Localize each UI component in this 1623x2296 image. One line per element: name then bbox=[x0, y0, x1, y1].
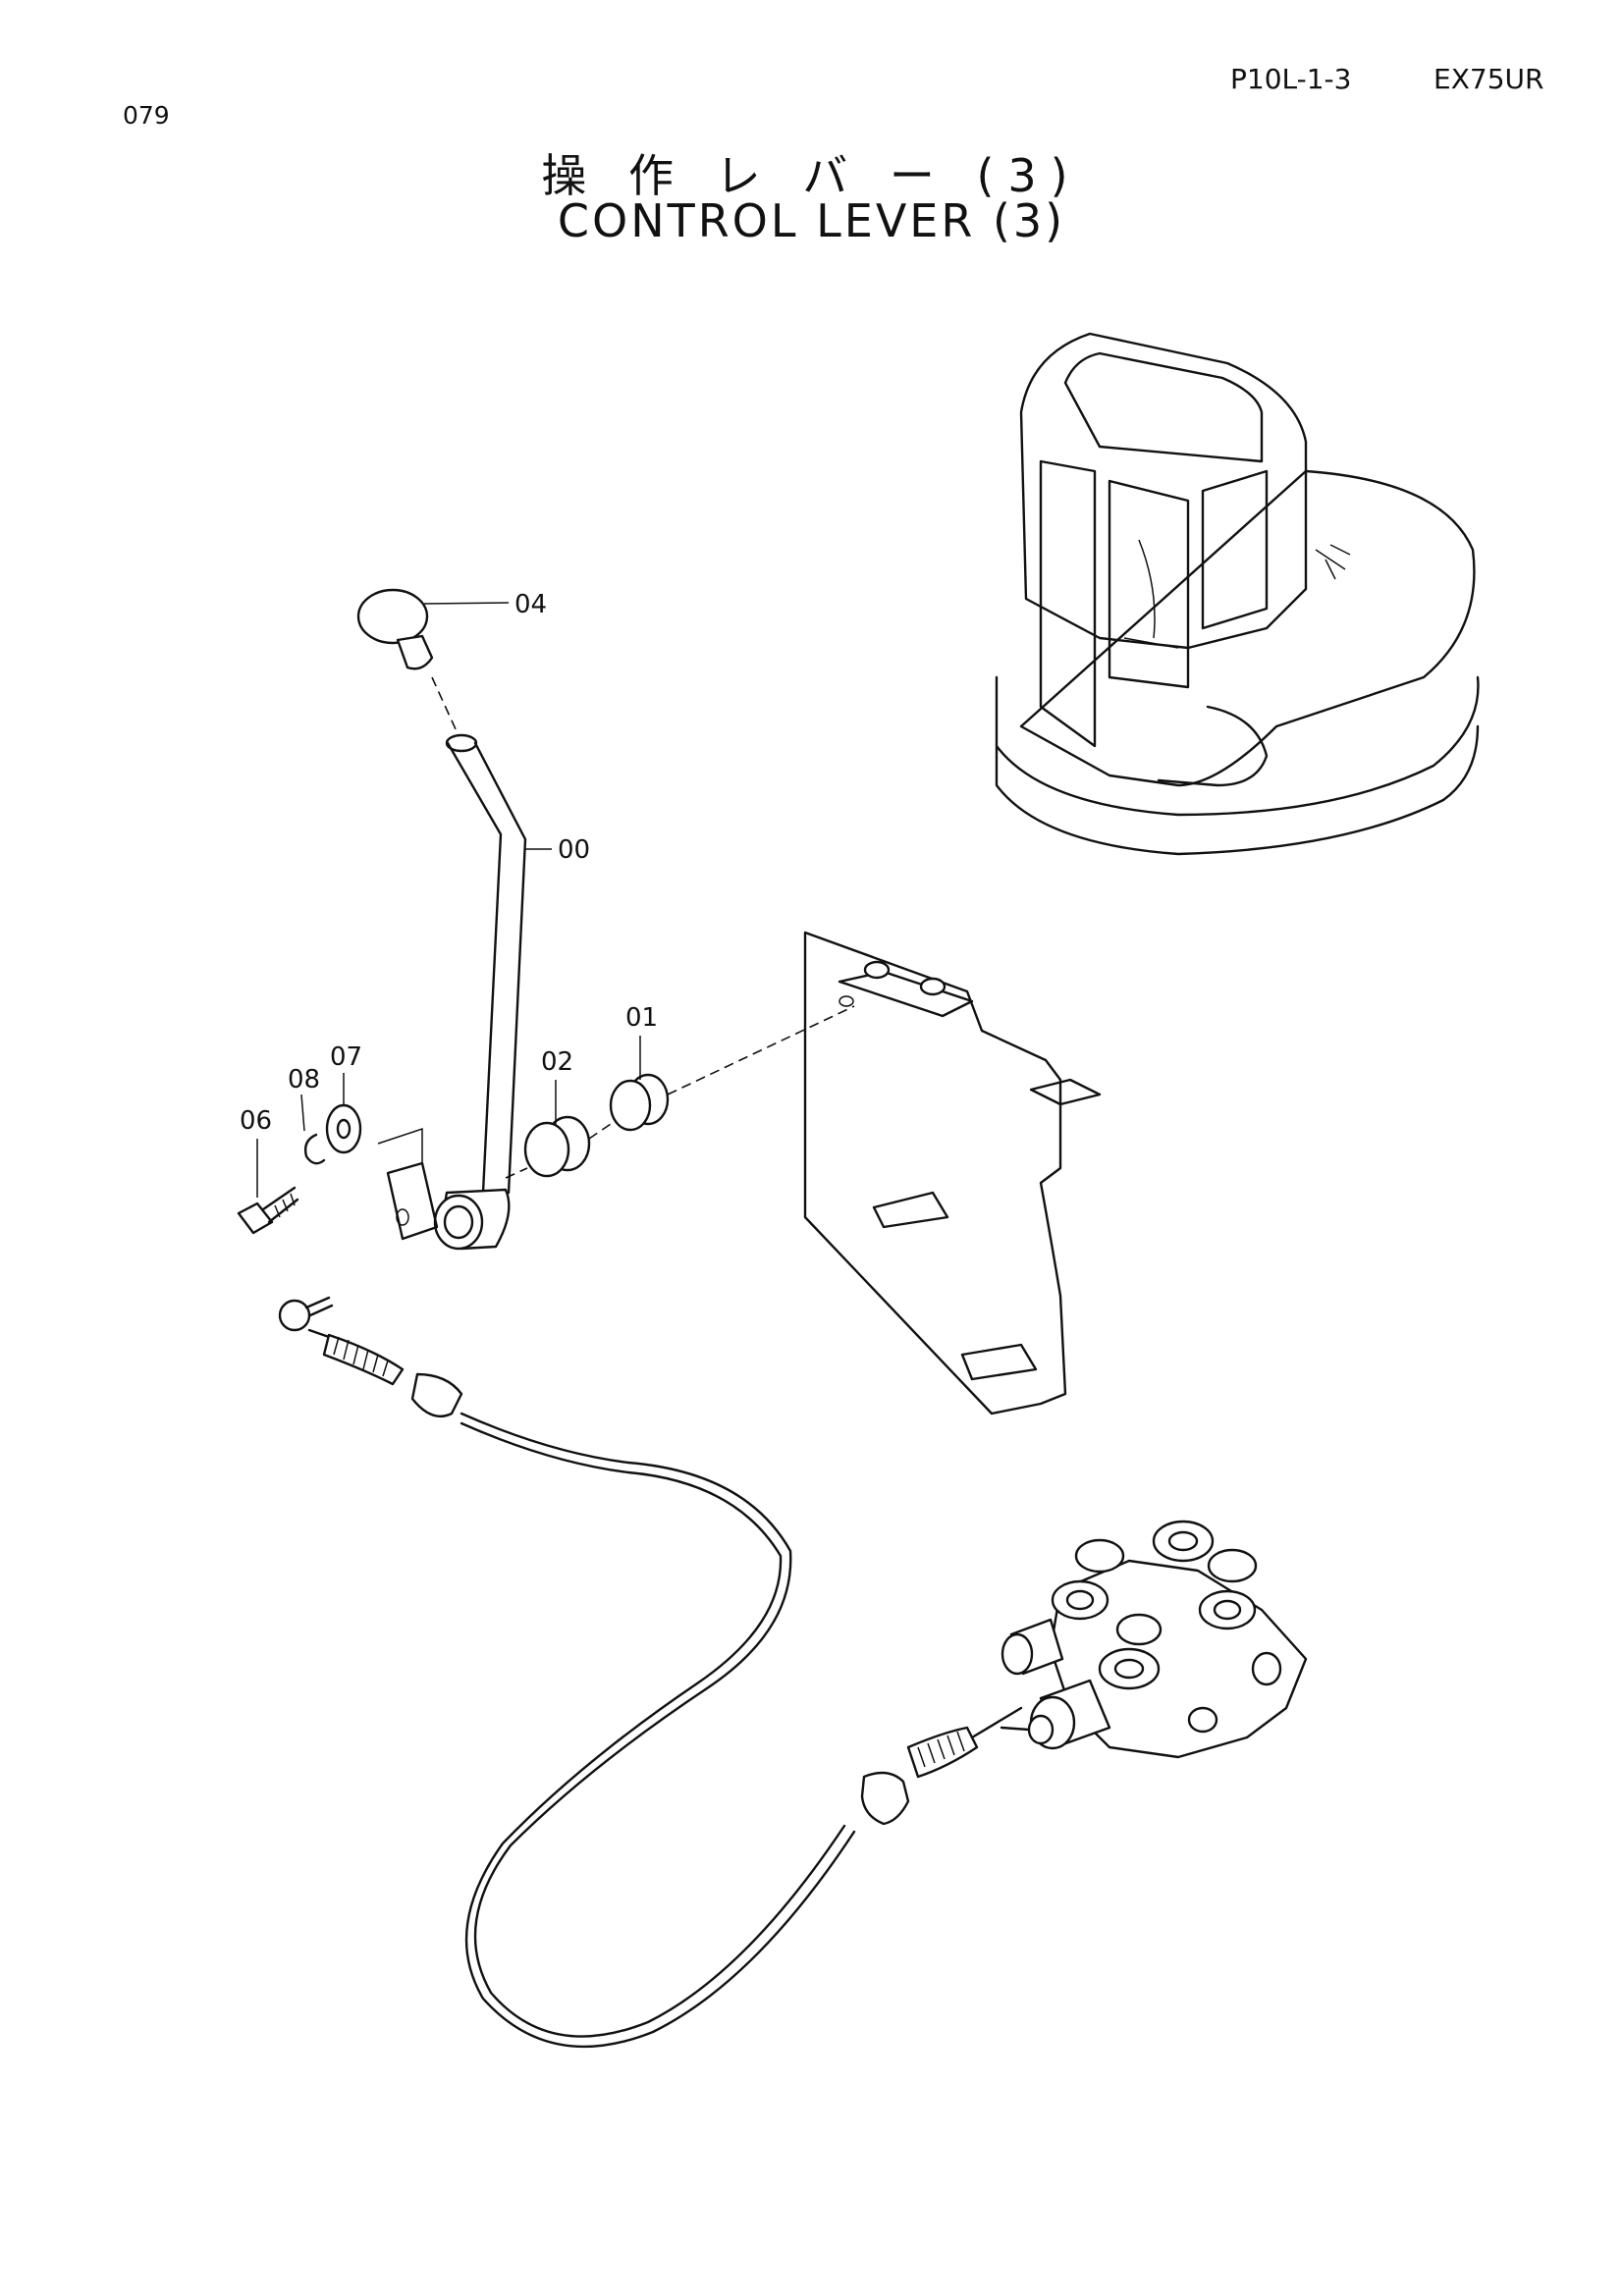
callout-04: 04 bbox=[514, 590, 547, 619]
control-cable bbox=[278, 1296, 1023, 2049]
callout-01: 01 bbox=[625, 1003, 658, 1033]
title-english: CONTROL LEVER (3) bbox=[557, 194, 1066, 247]
washer-07 bbox=[325, 1103, 362, 1154]
lever-bracket bbox=[377, 1127, 439, 1241]
callout-07: 07 bbox=[330, 1042, 362, 1072]
page-number: 079 bbox=[123, 101, 170, 130]
control-valve bbox=[1000, 1520, 1308, 1759]
callout-06: 06 bbox=[240, 1106, 272, 1136]
bolt-06 bbox=[237, 1186, 299, 1235]
callout-labels: 04 00 01 02 07 08 06 bbox=[240, 590, 658, 1136]
mounting-bracket bbox=[803, 931, 1102, 1415]
knob-04 bbox=[356, 588, 434, 670]
snap-ring-08 bbox=[303, 1133, 326, 1165]
excavator-cab-illustration bbox=[995, 332, 1480, 856]
callout-08: 08 bbox=[288, 1065, 320, 1095]
callout-00: 00 bbox=[558, 835, 590, 865]
title-japanese: 操 作 レ バ ー (3) bbox=[541, 149, 1082, 202]
callout-02: 02 bbox=[541, 1047, 573, 1077]
lever-00 bbox=[433, 733, 527, 1251]
bushing-01 bbox=[609, 1073, 670, 1132]
model-code: EX75UR bbox=[1434, 63, 1544, 95]
document-code: P10L-1-3 bbox=[1230, 63, 1352, 95]
bushing-02 bbox=[523, 1115, 591, 1178]
